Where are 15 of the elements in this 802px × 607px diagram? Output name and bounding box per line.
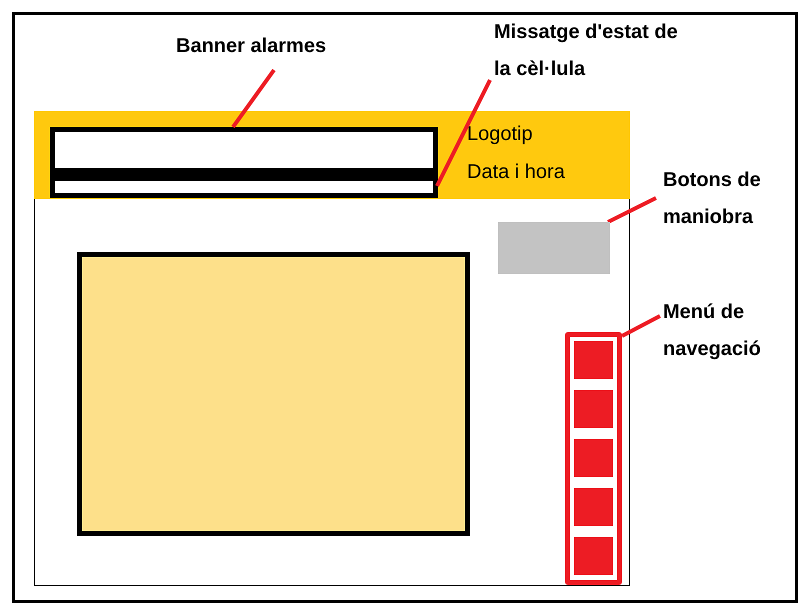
callout-label: Menú de navegació: [663, 294, 802, 372]
header-text: Logotip: [467, 123, 533, 146]
navigation-menu: [565, 332, 622, 585]
leader-line: [607, 196, 657, 224]
button-panel: [498, 222, 610, 274]
callout-label: Missatge d'estat de la cèl·lula: [494, 14, 684, 92]
content-area: [77, 252, 470, 536]
callout-label: Banner alarmes: [176, 28, 406, 68]
header-bar: [34, 111, 630, 199]
leader-line: [621, 314, 661, 338]
alarm-banner: [50, 127, 438, 173]
callout-label: Botons de maniobra: [663, 162, 802, 240]
leader-line: [435, 79, 492, 187]
status-bar: [50, 173, 438, 198]
header-text: Data i hora: [467, 161, 565, 184]
